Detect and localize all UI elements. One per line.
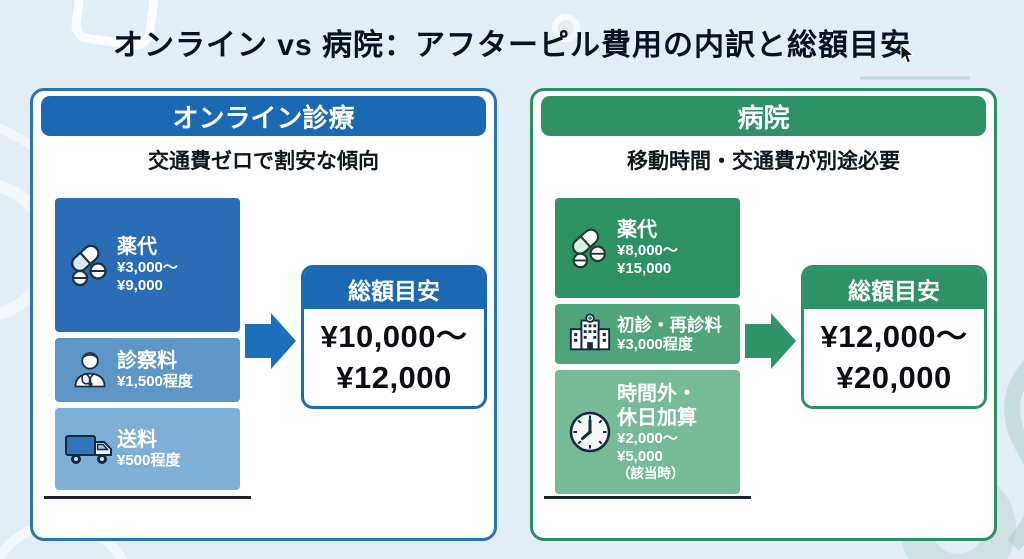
- hospital-panel-subtitle: 移動時間・交通費が別途必要: [627, 150, 900, 173]
- cost-item-medicine: 薬代 ¥3,000〜 ¥9,000: [55, 198, 240, 332]
- arrow-right-icon: [745, 313, 796, 369]
- total-amount-line: ¥10,000〜: [320, 319, 468, 355]
- pills-icon: [563, 225, 617, 271]
- cost-item-amount: ¥9,000: [117, 277, 163, 294]
- cost-item-consultation: 診察料 ¥1,500程度: [55, 338, 240, 402]
- hospital-icon: [563, 311, 617, 357]
- online-panel: オンライン診療 交通費ゼロで割安な傾向: [30, 88, 497, 541]
- total-heading: 総額目安: [304, 268, 484, 309]
- total-amount-line: ¥12,000〜: [820, 319, 968, 355]
- cost-item-amount: ¥8,000〜: [617, 242, 678, 259]
- total-amount-line: ¥12,000: [336, 359, 452, 395]
- cost-item-label: 休日加算: [617, 406, 697, 429]
- online-total-box: 総額目安 ¥10,000〜 ¥12,000: [301, 265, 487, 409]
- hospital-total-box: 総額目安 ¥12,000〜 ¥20,000: [801, 265, 987, 409]
- cost-item-amount: ¥3,000〜: [117, 259, 178, 276]
- cost-item-amount: ¥3,000程度: [617, 335, 693, 353]
- arrow-right-icon: [245, 313, 296, 369]
- cost-item-label: 薬代: [617, 219, 657, 241]
- cost-item-note: （該当時）: [617, 465, 685, 481]
- cost-item-medicine: 薬代 ¥8,000〜 ¥15,000: [555, 198, 740, 298]
- ground-line: [44, 496, 251, 499]
- page-title: オンライン vs 病院：アフターピル費用の内訳と総額目安: [112, 29, 912, 62]
- doctor-icon: [63, 348, 117, 392]
- total-heading: 総額目安: [804, 268, 984, 309]
- truck-icon: [63, 429, 117, 469]
- cost-item-label: 薬代: [117, 236, 157, 258]
- hospital-panel: 病院 移動時間・交通費が別途必要: [530, 88, 997, 541]
- hospital-cost-items: 薬代 ¥8,000〜 ¥15,000: [555, 198, 740, 500]
- ground-line: [544, 496, 751, 499]
- hospital-panel-title: 病院: [541, 96, 986, 136]
- cost-item-label: 診察料: [117, 350, 177, 372]
- clock-icon: [563, 409, 617, 455]
- total-amount: ¥10,000〜 ¥12,000: [304, 309, 484, 406]
- cost-item-shipping: 送料 ¥500程度: [55, 408, 240, 490]
- cost-item-amount: ¥1,500程度: [117, 373, 193, 390]
- cost-item-label: 初診・再診料: [617, 314, 722, 335]
- online-cost-items: 薬代 ¥3,000〜 ¥9,000: [55, 198, 240, 496]
- pills-icon: [63, 241, 117, 289]
- cost-item-label: 時間外・: [617, 382, 697, 405]
- cost-item-amount: ¥500程度: [117, 452, 181, 469]
- total-amount-line: ¥20,000: [836, 359, 952, 395]
- online-panel-subtitle: 交通費ゼロで割安な傾向: [148, 150, 379, 173]
- mouse-cursor-icon: [900, 44, 915, 64]
- cost-item-amount: ¥15,000: [617, 260, 672, 277]
- total-amount: ¥12,000〜 ¥20,000: [804, 309, 984, 406]
- cost-item-label: 送料: [117, 429, 157, 451]
- cost-item-afterhours: 時間外・ 休日加算 ¥2,000〜 ¥5,000 （該当時）: [555, 370, 740, 494]
- cost-item-amount: ¥2,000〜: [617, 429, 678, 447]
- cost-item-visit-fee: 初診・再診料 ¥3,000程度: [555, 304, 740, 364]
- online-panel-title: オンライン診療: [41, 96, 486, 136]
- cost-item-amount: ¥5,000: [617, 447, 663, 465]
